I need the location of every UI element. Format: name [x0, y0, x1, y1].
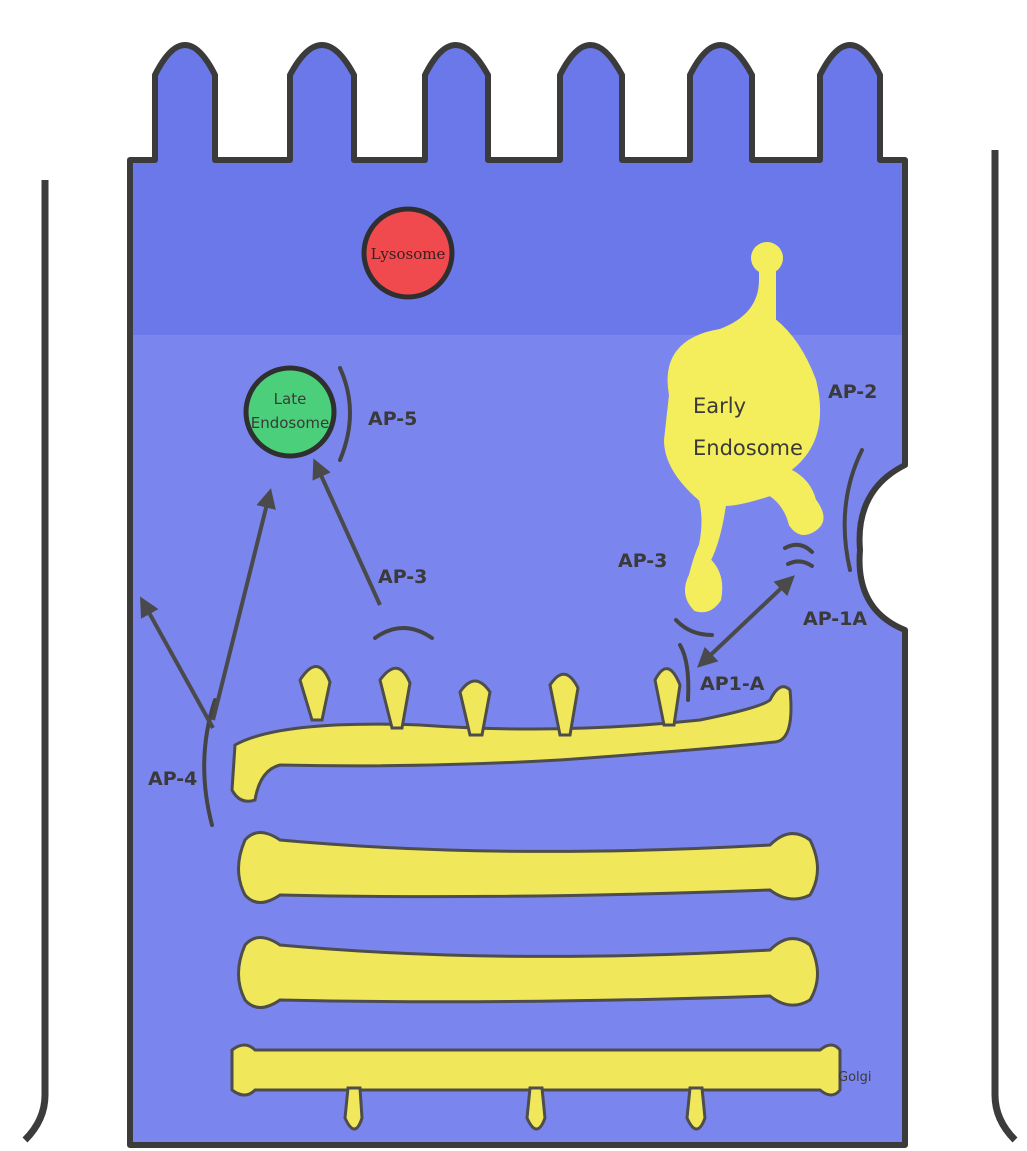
ap3-left-label: AP-3 — [378, 566, 427, 588]
ap1a-right-label: AP-1A — [803, 608, 867, 630]
early-endosome-bud-top — [751, 242, 783, 274]
early-endosome-label-line2: Endosome — [693, 436, 803, 460]
lysosome-label: Lysosome — [371, 245, 446, 263]
ap5-label: AP-5 — [368, 408, 417, 430]
golgi-bud-6 — [345, 1088, 362, 1129]
late-endosome — [246, 368, 334, 456]
ap4-label: AP-4 — [148, 768, 197, 790]
late-endosome-label-line1: Late — [274, 390, 307, 408]
late-endosome-label-line2: Endosome — [251, 414, 330, 432]
golgi-bud-8 — [687, 1088, 705, 1129]
ap3-right-label: AP-3 — [618, 550, 667, 572]
early-endosome-label-line1: Early — [693, 394, 746, 418]
ap2-label: AP-2 — [828, 381, 877, 403]
ap1a-golgi-label: AP1-A — [700, 673, 765, 695]
golgi-label: Golgi — [838, 1070, 872, 1085]
left-boundary-line — [25, 180, 45, 1140]
cell-apical-region — [100, 0, 950, 340]
right-boundary-line — [995, 150, 1015, 1140]
golgi-bud-7 — [527, 1088, 545, 1129]
